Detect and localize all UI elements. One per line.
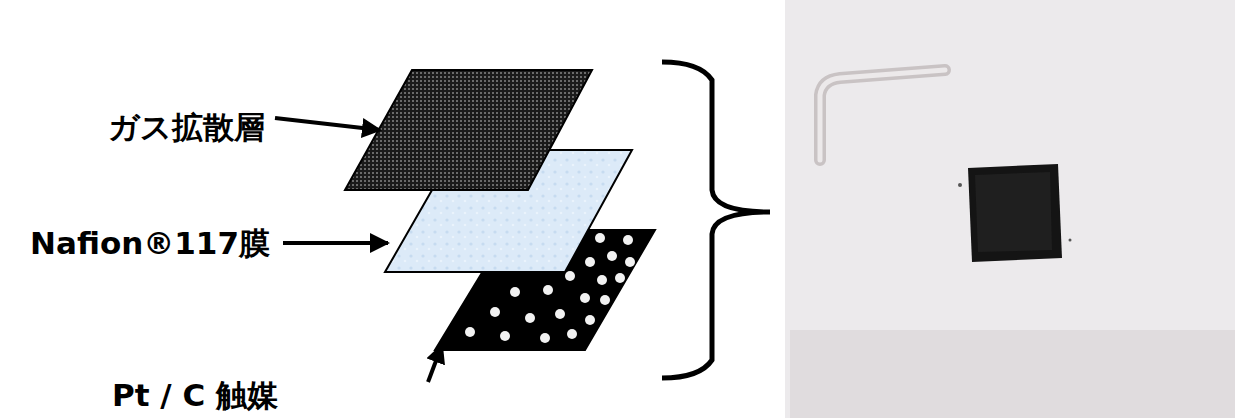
leader-arrow (428, 345, 442, 382)
mea-photo (785, 0, 1235, 418)
part-label: Pt / C 触媒 (112, 380, 278, 411)
leader-arrow (275, 118, 380, 130)
part-label: ガス拡散層 (108, 112, 265, 143)
grouping-bracket (662, 62, 770, 378)
leader-arrow (283, 241, 388, 245)
gas-diffusion-layer (345, 70, 592, 190)
part-label: Nafion®117膜 (30, 228, 270, 259)
